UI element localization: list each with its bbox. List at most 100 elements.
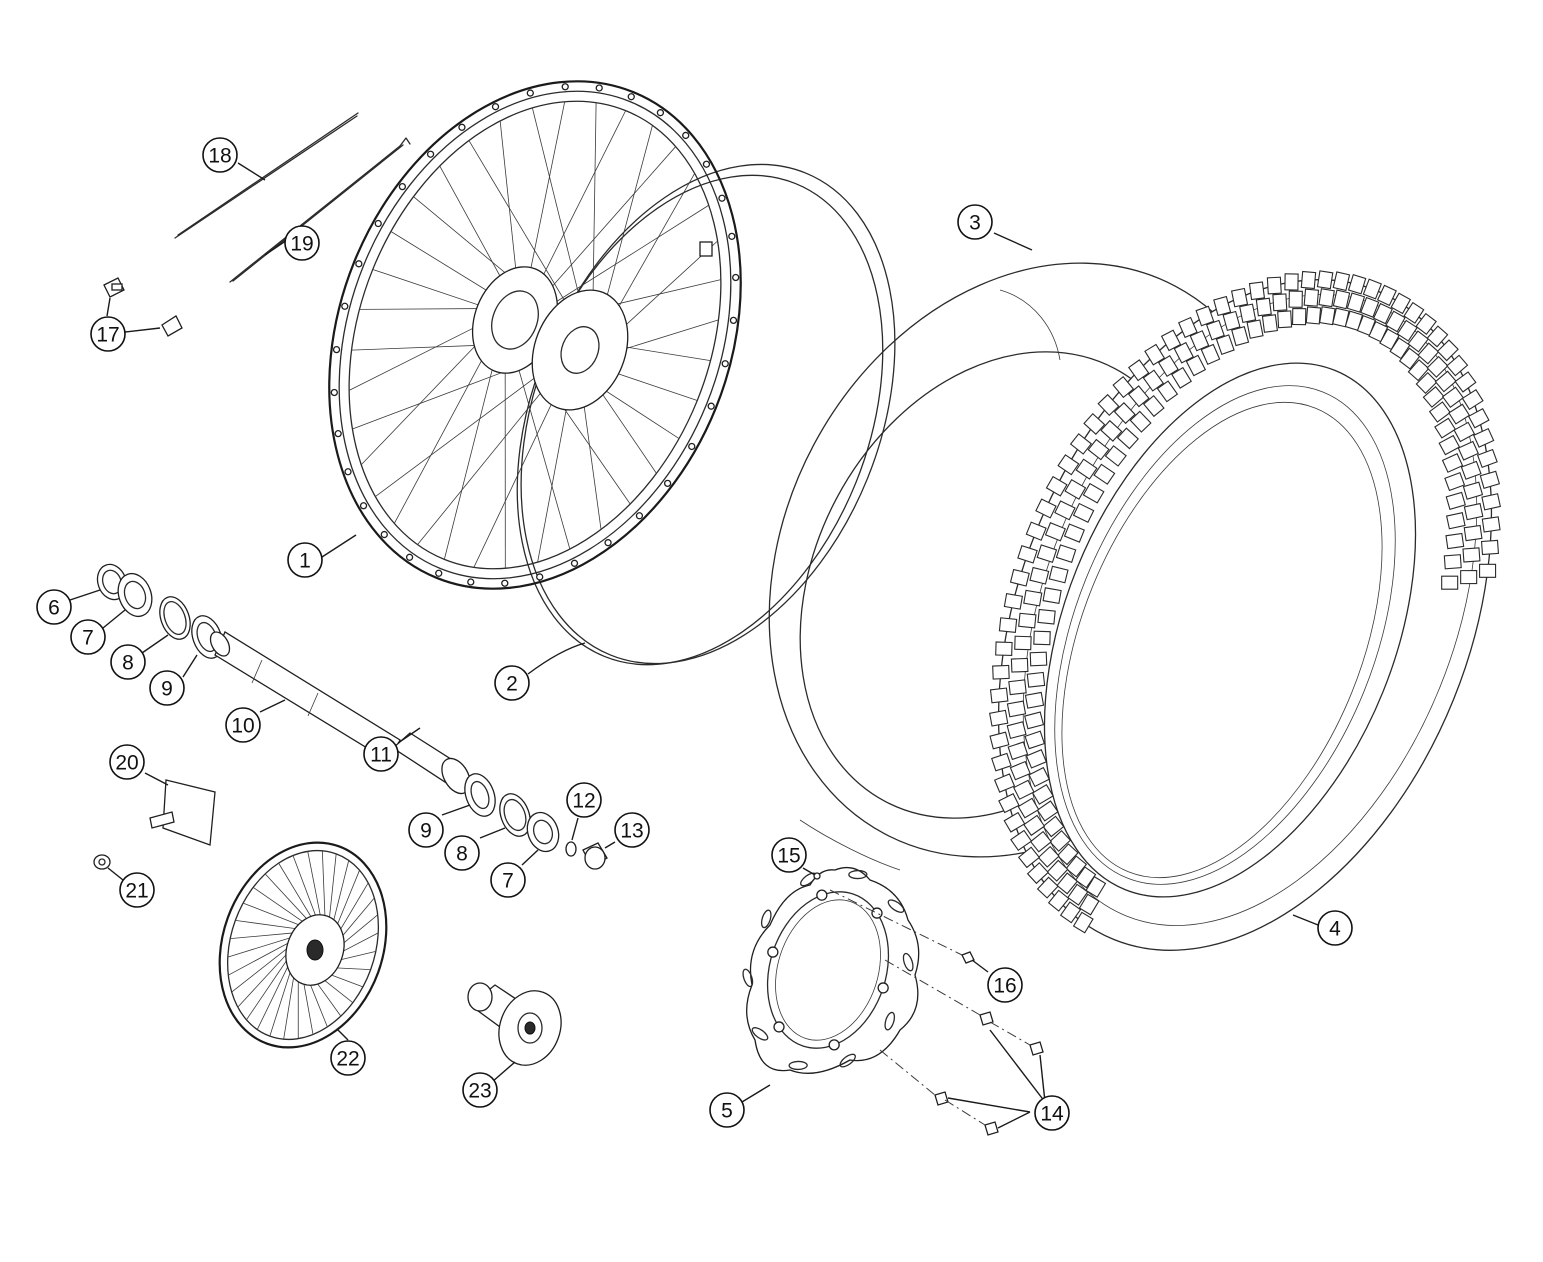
tread-block <box>1347 274 1367 295</box>
callout-label-15: 15 <box>777 845 800 868</box>
tread-block <box>1441 453 1464 473</box>
callout-label-8a: 8 <box>122 652 134 675</box>
tread-block <box>1390 292 1412 315</box>
tread-block <box>1075 458 1098 480</box>
tread-block <box>1055 544 1077 563</box>
tread-block <box>989 709 1009 727</box>
tread-block <box>1008 679 1027 696</box>
rim-hole <box>721 360 729 368</box>
tread-block <box>1072 911 1094 934</box>
tread-block <box>1017 544 1038 564</box>
tread-block <box>1157 355 1179 377</box>
spoke <box>264 873 310 922</box>
tread-block <box>1024 691 1045 709</box>
spoke <box>531 107 588 328</box>
disc-slot <box>760 909 772 929</box>
tread-block <box>1476 448 1498 469</box>
spoke <box>269 967 293 1037</box>
tread-block <box>1479 470 1501 489</box>
tread-block <box>1481 493 1501 511</box>
tread-block <box>1445 491 1466 511</box>
tread-block <box>1018 612 1037 629</box>
callout-20: 20 <box>109 744 145 780</box>
tread-block <box>1036 800 1059 822</box>
callout-5: 5 <box>709 1092 745 1128</box>
tread-block <box>1082 482 1105 504</box>
tread-block <box>1246 319 1264 339</box>
tread-block <box>1445 512 1466 530</box>
callout-6: 6 <box>36 589 72 625</box>
callout-17: 17 <box>90 316 126 352</box>
callout-18: 18 <box>202 137 238 173</box>
spoke <box>375 357 562 497</box>
spoke <box>443 337 501 560</box>
tread-block <box>1059 901 1082 924</box>
tread-block <box>1069 433 1093 455</box>
tread-block <box>992 664 1010 680</box>
tread-block <box>1460 570 1478 585</box>
tread-block <box>1037 608 1056 625</box>
callout-13: 13 <box>614 812 650 848</box>
tread-block <box>1332 289 1351 310</box>
tread-block <box>1255 297 1272 317</box>
tread-block <box>1144 343 1166 366</box>
tread-block <box>1305 306 1322 325</box>
tread-block <box>1029 566 1050 585</box>
callout-label-7b: 7 <box>502 870 514 893</box>
tread-block <box>1239 303 1257 323</box>
spoke <box>532 146 676 309</box>
callout-label-5: 5 <box>721 1100 733 1123</box>
tread-block <box>1461 389 1484 411</box>
tread-block <box>1448 403 1471 425</box>
tread-block <box>1460 460 1482 480</box>
tread-block <box>1463 502 1484 521</box>
callout-label-3: 3 <box>969 212 981 235</box>
tread-block <box>1379 328 1400 351</box>
tread-block <box>1415 371 1438 395</box>
callout-15: 15 <box>771 837 807 873</box>
tread-block <box>1385 310 1406 333</box>
spoke <box>533 204 709 317</box>
spoke <box>321 850 326 926</box>
tread-block <box>1362 278 1383 300</box>
tread-block <box>1389 337 1411 360</box>
axle <box>209 631 401 763</box>
callout-label-2: 2 <box>506 673 518 696</box>
tread-block <box>1272 293 1288 312</box>
axle-left-parts <box>96 563 223 659</box>
axle-right-parts <box>464 773 608 870</box>
callout-4: 4 <box>1317 910 1353 946</box>
rim-hole <box>627 93 635 101</box>
tread-block <box>1009 760 1031 781</box>
rim-hole <box>702 160 711 168</box>
tread-block <box>1072 502 1095 524</box>
rim-hole <box>491 103 500 111</box>
tread-block <box>1017 797 1040 819</box>
tread-block <box>1025 521 1047 541</box>
tread-block <box>1029 830 1053 853</box>
tyre-tread <box>989 270 1501 934</box>
spoke <box>237 953 288 1008</box>
tread-block <box>1436 339 1459 362</box>
tread-block <box>1085 875 1107 898</box>
tread-block <box>1372 302 1393 325</box>
callout-1: 1 <box>287 542 323 578</box>
callout-label-9a: 9 <box>161 678 173 701</box>
callout-8a: 8 <box>110 644 146 680</box>
rim-hole <box>526 89 534 97</box>
tread-block <box>1127 359 1150 382</box>
tread-block <box>1441 386 1465 408</box>
tread-block <box>1291 307 1307 326</box>
callout-label-4: 4 <box>1329 918 1341 941</box>
assembly-lines <box>829 889 1031 1126</box>
rim-hole <box>426 150 435 158</box>
rim-hole <box>501 579 509 587</box>
callout-label-19: 19 <box>290 233 313 256</box>
tread-block <box>1054 500 1076 521</box>
tread-block <box>1231 326 1250 347</box>
tread-block <box>1444 472 1466 492</box>
tread-block <box>1398 347 1421 370</box>
spoke <box>417 364 564 545</box>
tread-block <box>1064 479 1087 500</box>
